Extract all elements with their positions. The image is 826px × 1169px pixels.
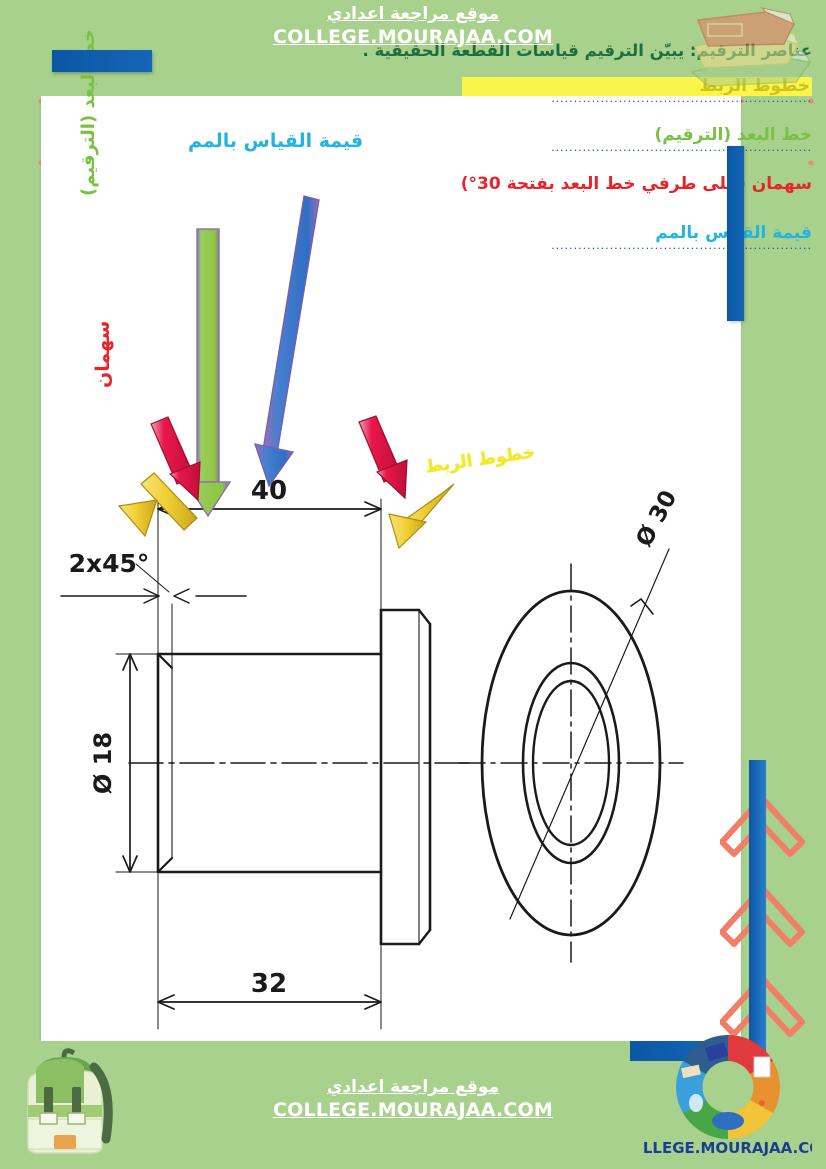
annotation-arrows (117, 195, 455, 550)
dimension-chamfer: 2x45° (69, 549, 150, 578)
lesson-item-label-3: سهمان (على طرفي خط البعد بفتحة 30°) (460, 174, 812, 195)
blue-accent-bar-top (52, 50, 152, 72)
logo-caption: COLLEGE.MOURAJAA.COM (644, 1139, 812, 1157)
blue-accent-bar-right-lower (749, 760, 766, 1060)
lesson-item-blank-2[interactable]: ........................................… (551, 141, 812, 155)
red-arrow-left (150, 416, 201, 502)
lesson-item: خط البعد (الترقيم) .....................… (462, 126, 812, 166)
site-footer: موقع مراجعة اعدادي COLLEGE.MOURAJAA.COM (0, 1077, 826, 1133)
blue-accent-bar-right (727, 146, 744, 321)
site-header: موقع مراجعة اعدادي COLLEGE.MOURAJAA.COM (0, 4, 826, 56)
dimension-diameter-18: Ø 18 (89, 732, 117, 794)
lesson-item: سهمان (على طرفي خط البعد بفتحة 30°) (460, 174, 812, 215)
dimension-32: 32 (251, 969, 287, 999)
annotation-measure-value: قيمة القياس بالمم (188, 130, 364, 152)
header-url[interactable]: COLLEGE.MOURAJAA.COM (273, 26, 553, 49)
books-stack-icon (690, 7, 812, 87)
blue-arrow (254, 195, 320, 488)
lesson-item-blank-1[interactable]: ........................................… (551, 92, 812, 106)
yellow-arrow-left (117, 472, 198, 538)
footer-arabic-title: موقع مراجعة اعدادي (326, 1077, 500, 1097)
footer-url[interactable]: COLLEGE.MOURAJAA.COM (273, 1099, 553, 1122)
lesson-item-label-2: خط البعد (الترقيم) (654, 125, 812, 146)
yellow-arrow-right (388, 483, 455, 550)
annotation-arrows: سهمان (92, 320, 114, 388)
backpack-icon (27, 1048, 113, 1154)
technical-drawing: 40 32 Ø 18 Ø 30 2x45° (60, 476, 684, 1030)
header-arabic-title: موقع مراجعة اعدادي (326, 4, 500, 24)
lesson-item: قيمة القياس بالمم ......................… (462, 224, 812, 264)
education-logo: COLLEGE.MOURAJAA.COM (644, 1035, 812, 1157)
lesson-item-blank-4[interactable]: ........................................… (551, 239, 812, 253)
red-arrow-right (358, 415, 408, 500)
